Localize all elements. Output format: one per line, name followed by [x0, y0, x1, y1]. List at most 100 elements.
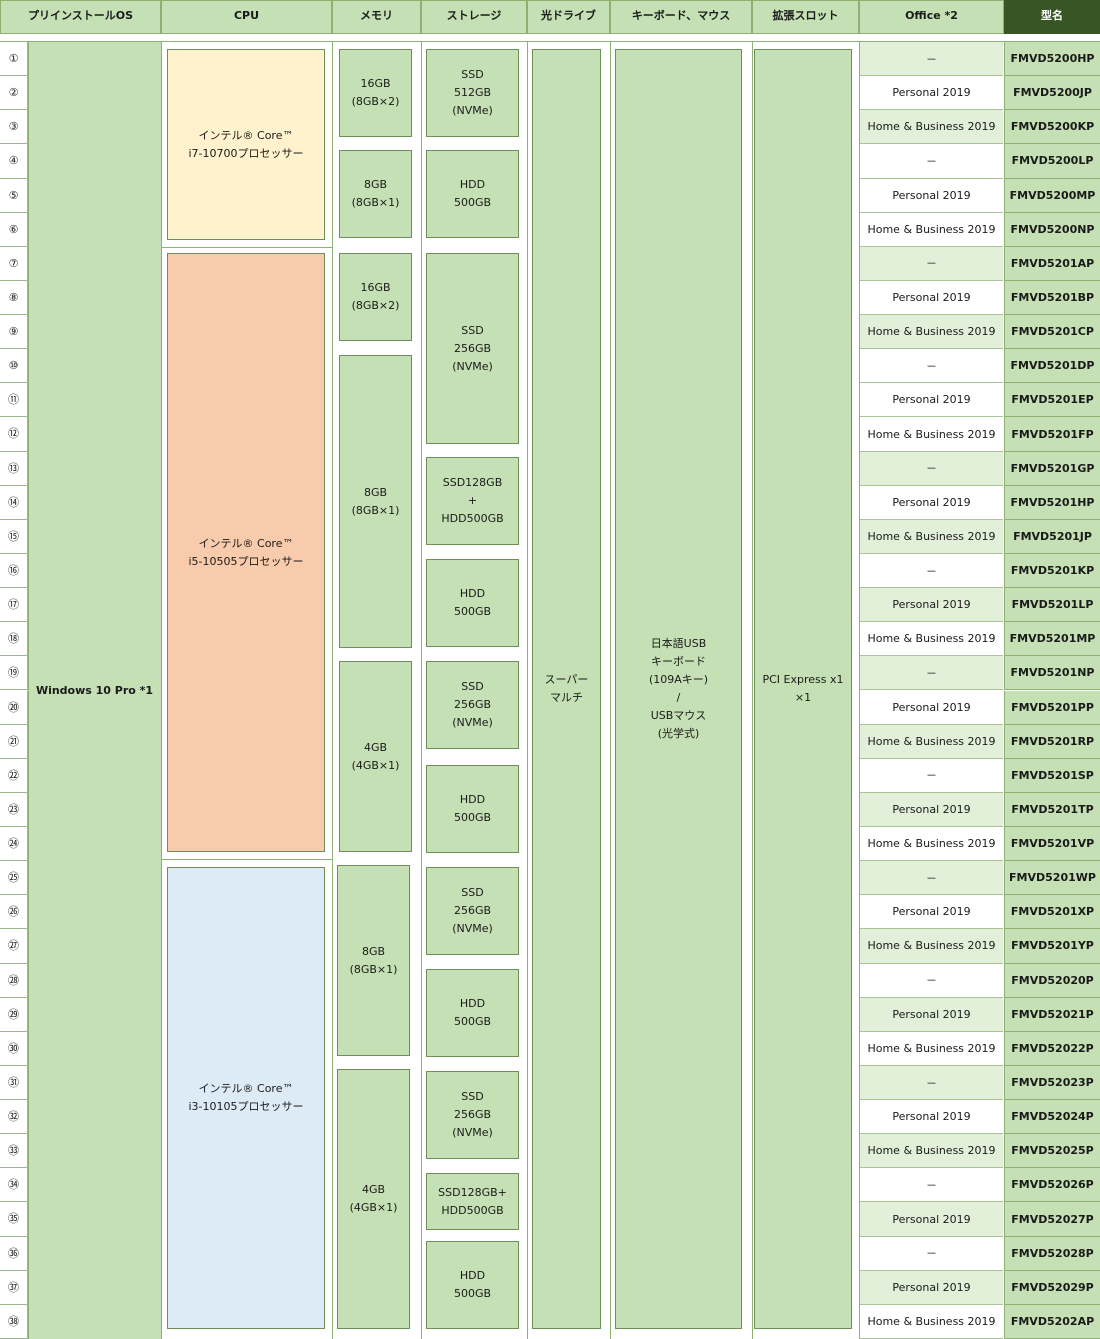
office-cell: －	[860, 246, 1003, 281]
row-number: ㊳	[0, 1304, 28, 1339]
office-cell: －	[860, 758, 1003, 793]
model-cell: FMVD5201KP	[1004, 553, 1100, 589]
office-cell: Personal 2019	[860, 178, 1003, 213]
model-cell: FMVD5202AP	[1004, 1304, 1100, 1339]
row-number: ①	[0, 42, 28, 77]
cpu-i5-cell: インテル® Core™ i5-10505プロセッサー	[167, 253, 325, 852]
office-cell: Home & Business 2019	[860, 622, 1003, 657]
office-cell: Personal 2019	[860, 997, 1003, 1032]
divider-line	[610, 42, 611, 1339]
row-number: ㉕	[0, 861, 28, 896]
storage-cell: HDD 500GB	[426, 150, 519, 238]
header-separator	[0, 35, 1100, 42]
row-number: ③	[0, 110, 28, 145]
row-number: ㉑	[0, 724, 28, 759]
slot-cell: PCI Express x1 ×1	[754, 49, 852, 1329]
header-model: 型名	[1004, 0, 1100, 34]
model-cell: FMVD5200LP	[1004, 144, 1100, 179]
office-cell: －	[860, 349, 1003, 384]
storage-cell: SSD128GB+ HDD500GB	[426, 1173, 519, 1230]
storage-cell: SSD 256GB (NVMe)	[426, 661, 519, 749]
row-number: ㉚	[0, 1031, 28, 1066]
model-cell: FMVD52023P	[1004, 1065, 1100, 1101]
model-cell: FMVD52025P	[1004, 1134, 1100, 1169]
row-number: ⑮	[0, 519, 28, 554]
office-cell: －	[860, 42, 1003, 77]
office-cell: Personal 2019	[860, 690, 1003, 725]
row-number: ⑨	[0, 315, 28, 350]
model-cell: FMVD5201CP	[1004, 315, 1100, 350]
divider-line	[28, 42, 29, 1339]
model-cell: FMVD5201RP	[1004, 724, 1100, 759]
model-cell: FMVD5200KP	[1004, 110, 1100, 145]
model-cell: FMVD5201PP	[1004, 690, 1100, 725]
office-cell: －	[860, 553, 1003, 589]
office-cell: Personal 2019	[860, 792, 1003, 827]
model-cell: FMVD5201GP	[1004, 451, 1100, 486]
storage-cell: SSD 256GB (NVMe)	[426, 867, 519, 955]
model-cell: FMVD5200JP	[1004, 76, 1100, 111]
office-cell: －	[860, 1065, 1003, 1101]
model-cell: FMVD52027P	[1004, 1202, 1100, 1237]
model-cell: FMVD5201YP	[1004, 929, 1100, 964]
row-number: ㉞	[0, 1168, 28, 1203]
office-cell: Home & Business 2019	[860, 110, 1003, 145]
os-cell: Windows 10 Pro *1	[28, 42, 161, 1339]
row-number: ⑲	[0, 656, 28, 691]
model-cell: FMVD52022P	[1004, 1031, 1100, 1066]
divider-line	[332, 42, 333, 1339]
office-cell: Personal 2019	[860, 1202, 1003, 1237]
row-number: ㉘	[0, 963, 28, 998]
row-number: ④	[0, 144, 28, 179]
model-cell: FMVD5201FP	[1004, 417, 1100, 452]
row-number: ⑫	[0, 417, 28, 452]
row-number: ②	[0, 76, 28, 111]
memory-cell: 4GB (4GB×1)	[337, 1069, 410, 1329]
divider-line	[161, 42, 162, 1339]
cpu-group-line	[161, 859, 332, 860]
divider-line	[527, 42, 528, 1339]
model-cell: FMVD5201MP	[1004, 622, 1100, 657]
memory-cell: 16GB (8GB×2)	[339, 49, 412, 137]
office-cell: Personal 2019	[860, 280, 1003, 316]
row-number: ⑦	[0, 246, 28, 281]
office-cell: Home & Business 2019	[860, 212, 1003, 247]
row-number: ⑭	[0, 485, 28, 520]
optical-cell: スーパー マルチ	[532, 49, 601, 1329]
model-cell: FMVD52028P	[1004, 1236, 1100, 1271]
office-cell: Personal 2019	[860, 895, 1003, 930]
model-cell: FMVD5201WP	[1004, 861, 1100, 896]
memory-cell: 8GB (8GB×1)	[339, 355, 412, 648]
row-number: ㉙	[0, 997, 28, 1032]
model-cell: FMVD5200HP	[1004, 42, 1100, 77]
row-number: ⑯	[0, 553, 28, 589]
model-cell: FMVD52024P	[1004, 1100, 1100, 1135]
keyboard-cell: 日本語USB キーボード (109Aキー) / USBマウス (光学式)	[615, 49, 742, 1329]
office-cell: Home & Business 2019	[860, 1304, 1003, 1339]
office-cell: Home & Business 2019	[860, 1031, 1003, 1066]
model-cell: FMVD5201EP	[1004, 383, 1100, 418]
row-number: ⑱	[0, 622, 28, 657]
storage-cell: SSD 256GB (NVMe)	[426, 253, 519, 444]
row-number: ㉒	[0, 758, 28, 793]
office-cell: Home & Business 2019	[860, 315, 1003, 350]
storage-cell: HDD 500GB	[426, 765, 519, 853]
model-cell: FMVD5201BP	[1004, 280, 1100, 316]
model-cell: FMVD52021P	[1004, 997, 1100, 1032]
office-cell: －	[860, 1236, 1003, 1271]
row-number: ⑬	[0, 451, 28, 486]
row-number: ㉟	[0, 1202, 28, 1237]
model-cell: FMVD5201DP	[1004, 349, 1100, 384]
row-number: ㉜	[0, 1100, 28, 1135]
header-storage: ストレージ	[421, 0, 527, 34]
office-cell: Personal 2019	[860, 383, 1003, 418]
row-number: ⑩	[0, 349, 28, 384]
office-cell: －	[860, 1168, 1003, 1203]
office-cell: Personal 2019	[860, 485, 1003, 520]
office-cell: Personal 2019	[860, 588, 1003, 623]
divider-line	[752, 42, 753, 1339]
memory-cell: 16GB (8GB×2)	[339, 253, 412, 341]
storage-cell: SSD128GB + HDD500GB	[426, 457, 519, 545]
model-cell: FMVD5201HP	[1004, 485, 1100, 520]
office-cell: Home & Business 2019	[860, 417, 1003, 452]
